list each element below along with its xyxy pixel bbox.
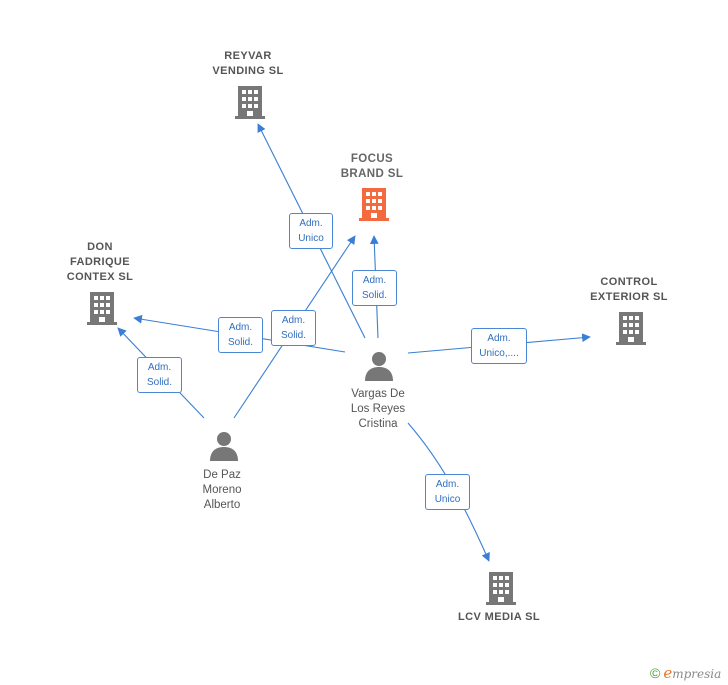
vargas-person-icon[interactable] [364, 350, 394, 382]
control-exterior-building-icon[interactable] [615, 310, 647, 346]
control-exterior-label[interactable]: CONTROL EXTERIOR SL [590, 276, 668, 303]
edge-label-depaz-focus[interactable]: Adm. Solid. [271, 310, 316, 346]
edge-label-vargas-lcv[interactable]: Adm. Unico [425, 474, 470, 510]
depaz-label[interactable]: De Paz Moreno Alberto [202, 469, 242, 511]
copyright-icon: © [650, 665, 661, 681]
edge-label-vargas-focus[interactable]: Adm. Solid. [352, 270, 397, 306]
vargas-label[interactable]: Vargas De Los Reyes Cristina [350, 388, 406, 430]
edge-label-depaz-donfadrique[interactable]: Adm. Solid. [137, 357, 182, 393]
edge-label-vargas-reyvar[interactable]: Adm. Unico [289, 213, 333, 249]
depaz-person-icon[interactable] [209, 430, 239, 462]
brand-logo[interactable]: empresia [663, 664, 722, 682]
lcv-media-building-icon[interactable] [485, 570, 517, 606]
focus-label[interactable]: FOCUS BRAND SL [340, 153, 404, 180]
edge-label-vargas-control[interactable]: Adm. Unico,.... [471, 328, 527, 364]
reyvar-label[interactable]: REYVAR VENDING SL [212, 50, 284, 77]
focus-building-icon[interactable] [358, 186, 390, 222]
lcv-media-label[interactable]: LCV MEDIA SL [457, 611, 540, 623]
reyvar-building-icon[interactable] [234, 84, 266, 120]
brand-footer: ©empresia [650, 664, 721, 682]
don-fadrique-label[interactable]: DON FADRIQUE CONTEX SL [66, 241, 134, 283]
edge-label-vargas-donfadrique[interactable]: Adm. Solid. [218, 317, 263, 353]
don-fadrique-building-icon[interactable] [86, 290, 118, 326]
brand-initial: e [663, 664, 673, 682]
brand-name: mpresia [672, 667, 722, 681]
